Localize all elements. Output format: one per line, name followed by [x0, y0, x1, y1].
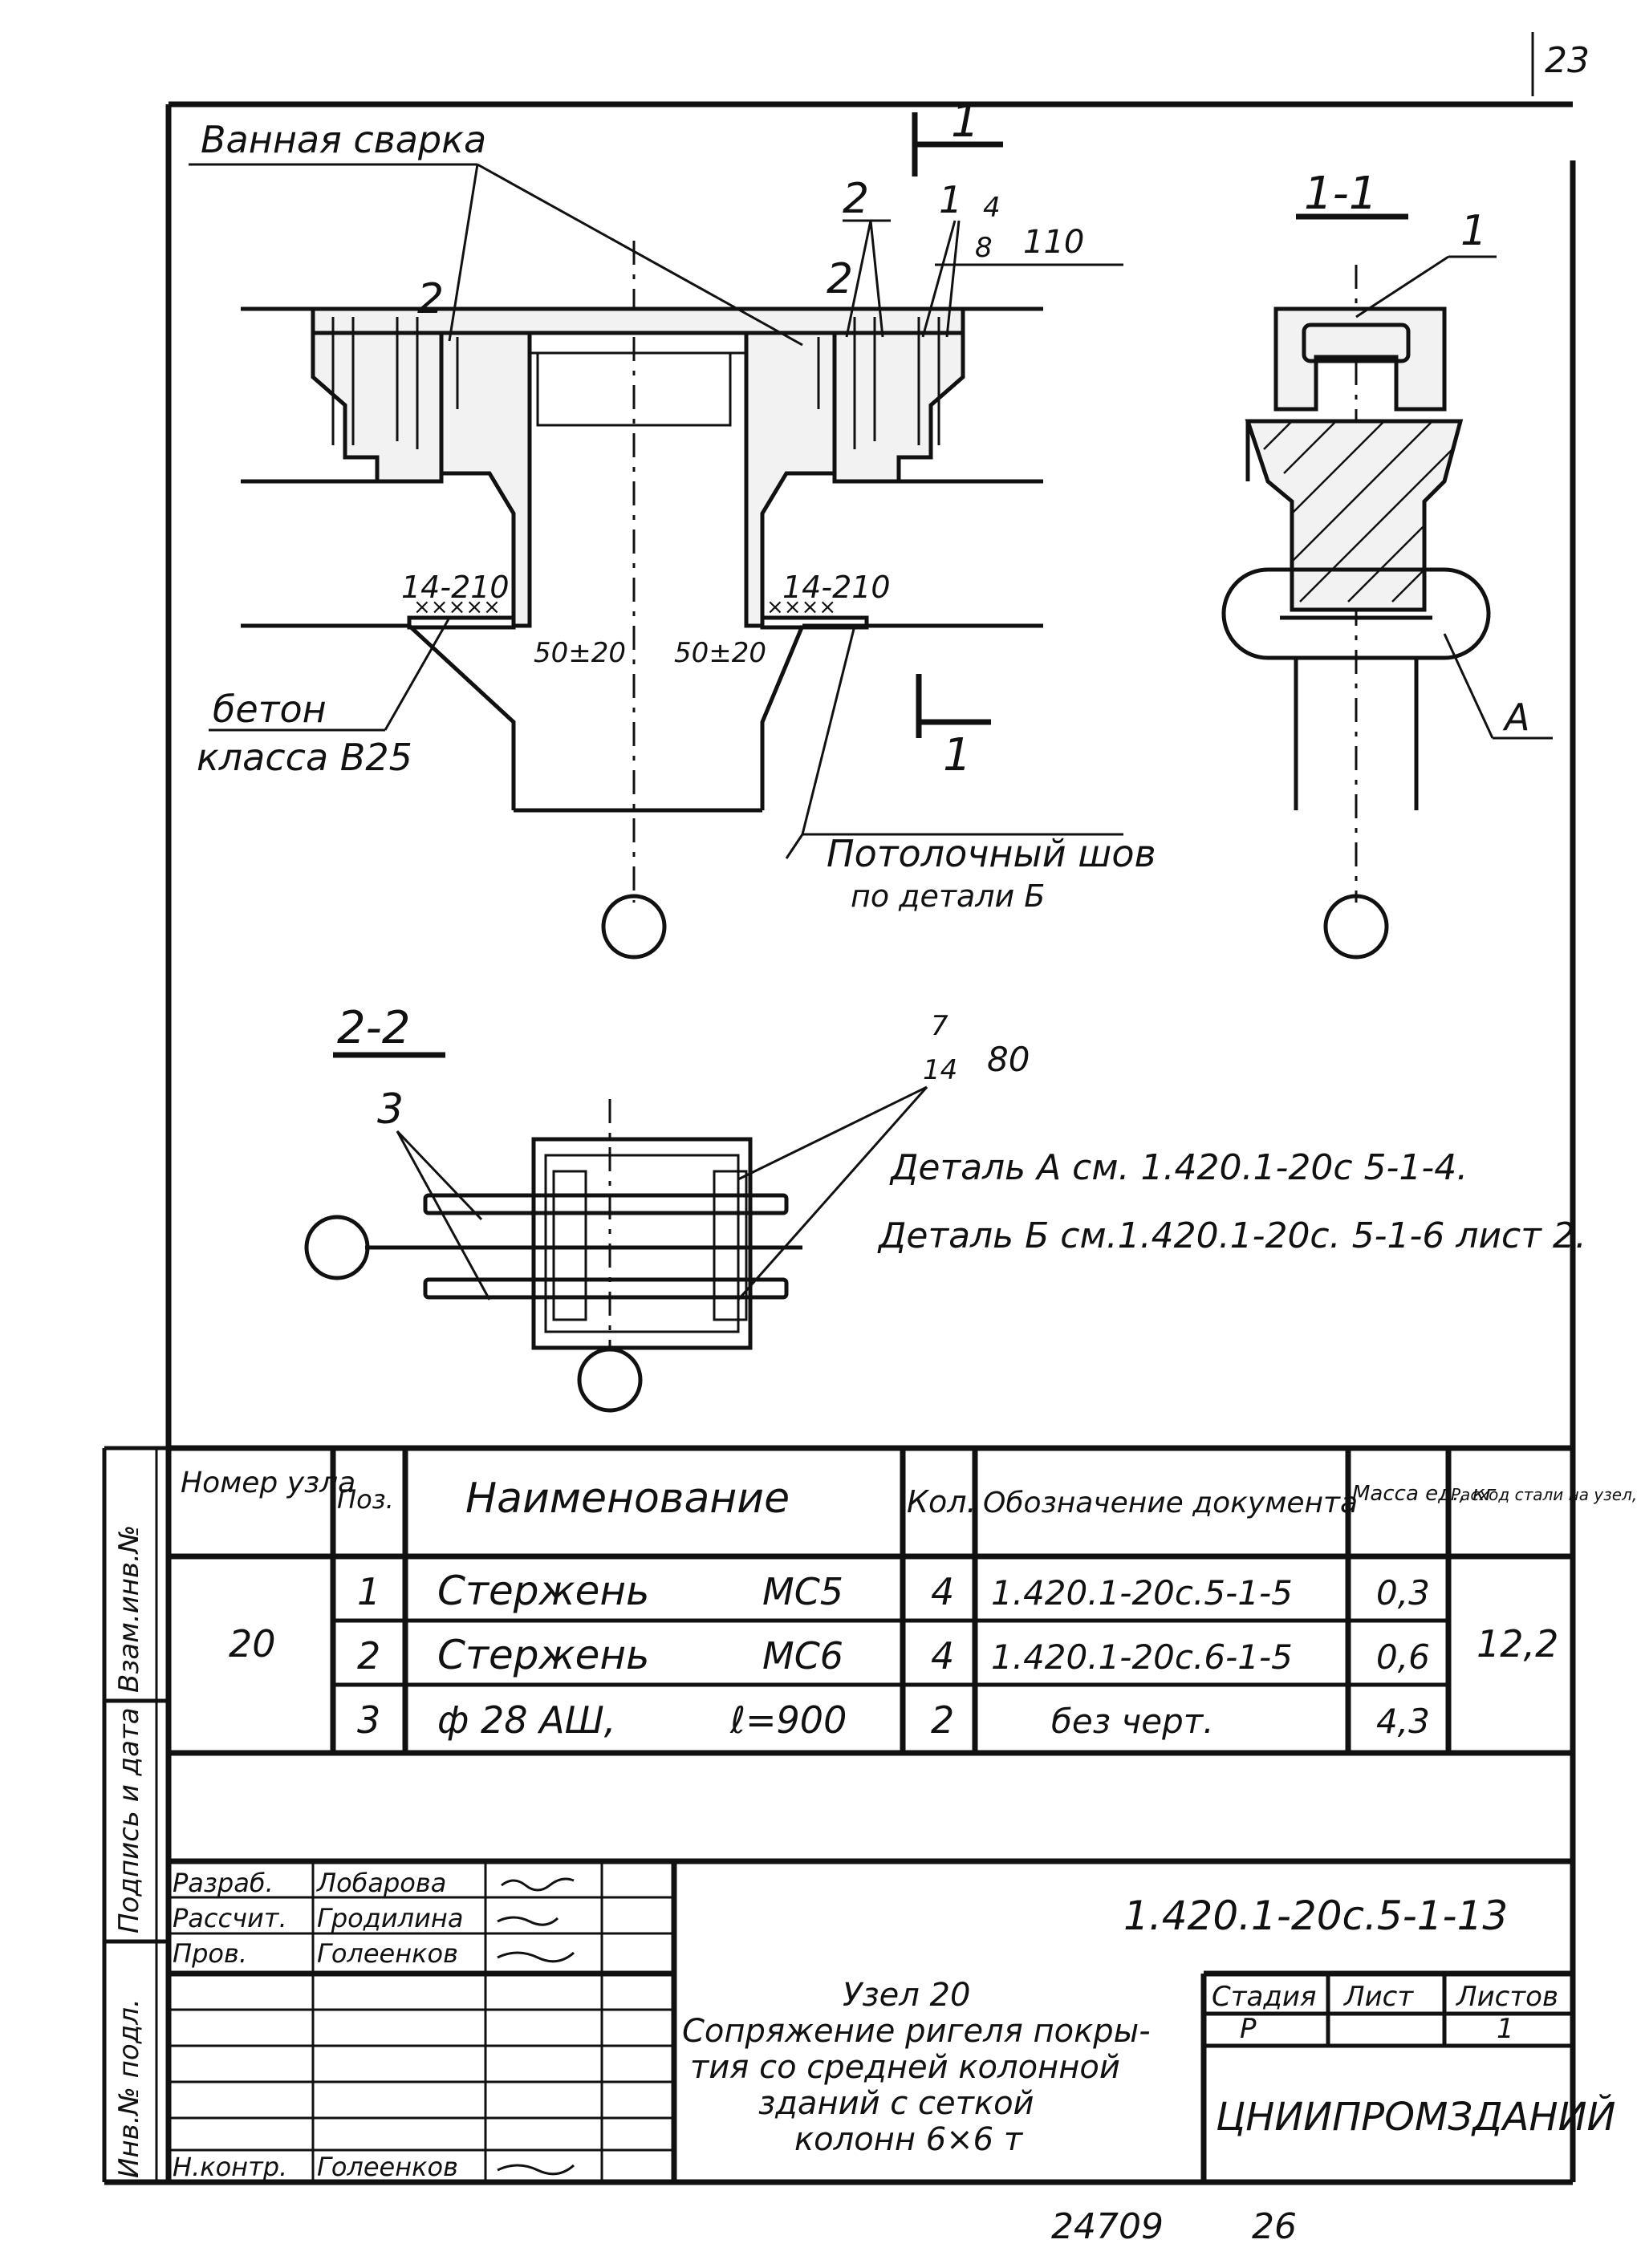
title-block-grid	[169, 1858, 1573, 2182]
row2-pos: 2	[357, 1634, 380, 1678]
role-1: Разраб.	[173, 1868, 274, 1898]
label-weld-8: 8	[975, 232, 993, 264]
row1-name: Стержень	[437, 1568, 650, 1614]
name-3: Голеенков	[317, 1938, 458, 1969]
label-pos-2c: 2	[827, 255, 853, 303]
label-bath-weld: Ванная сварка	[201, 118, 486, 161]
note-detail-A: Деталь А см. 1.420.1-20с 5-1-4.	[889, 1147, 1468, 1188]
label-ceiling-seam-1: Потолочный шов	[827, 832, 1156, 875]
svg-text:×××××: ×××××	[413, 595, 501, 619]
section-1-1-drawing	[1221, 213, 1553, 960]
note-detail-B: Деталь Б см.1.420.1-20с. 5-1-6 лист 2.	[877, 1215, 1586, 1256]
title-line-1: Узел 20	[843, 1977, 970, 2014]
role-4: Н.контр.	[173, 2152, 287, 2182]
stage-value: Р	[1240, 2013, 1257, 2045]
sheet-frame	[104, 32, 1576, 2185]
label-ceiling-seam-2: по детали Б	[851, 878, 1045, 914]
section-2-2-drawing	[304, 1052, 928, 1413]
title-line-4: зданий с сеткой	[758, 2085, 1034, 2122]
name-1: Лобарова	[316, 1868, 446, 1898]
label-concrete-1: бетон	[213, 688, 327, 731]
label-weld-14: 14	[923, 1054, 957, 1086]
th-mass: Масса ед., кг	[1352, 1482, 1497, 1506]
label-concrete-2: класса В25	[197, 736, 412, 779]
label-weld-7: 7	[931, 1010, 948, 1042]
th-qty: Кол.	[907, 1484, 977, 1519]
cut-mark-top: 1	[951, 95, 980, 148]
signatures	[497, 1877, 575, 2176]
leader-lines	[189, 163, 1123, 859]
label-pos-1-section: 1	[1460, 207, 1487, 255]
row1-mark: МС5	[762, 1570, 843, 1613]
label-pos-3: 3	[377, 1085, 404, 1134]
total-steel: 12,2	[1476, 1622, 1558, 1665]
doc-code: 1.420.1-20с.5-1-13	[1123, 1893, 1508, 1939]
row2-name: Стержень	[437, 1632, 650, 1678]
cut-mark-bottom: 1	[943, 729, 972, 781]
section-2-2-title: 2-2	[337, 1002, 410, 1054]
stage-label: Стадия	[1212, 1981, 1316, 2013]
sheets-value: 1	[1497, 2013, 1514, 2045]
node-number: 20	[229, 1622, 276, 1665]
label-weld-4: 4	[983, 192, 1001, 224]
title-line-3: тия со средней колонной	[690, 2049, 1120, 2086]
row2-mass: 0,6	[1376, 1637, 1430, 1677]
label-weld-14-210-left: 14-210	[401, 570, 510, 605]
row3-mass: 4,3	[1376, 1702, 1430, 1741]
role-3: Пров.	[173, 1938, 247, 1969]
label-detail-A: А	[1502, 696, 1529, 739]
label-weld-110: 110	[1023, 224, 1084, 261]
th-pos: Поз.	[337, 1484, 394, 1515]
main-elevation: ××××× ××××	[241, 241, 1043, 960]
stamp-inv-repl: Взам.инв.№	[113, 1525, 145, 1693]
label-dim-50-right: 50±20	[674, 637, 766, 669]
stamp-sign-date: Подпись и дата	[113, 1707, 145, 1933]
row3-doc: без черт.	[1051, 1702, 1214, 1741]
title-line-5: колонн 6×6 т	[794, 2121, 1024, 2158]
row2-qty: 4	[931, 1634, 954, 1678]
name-2: Гродилина	[317, 1903, 463, 1933]
row3-mark: ℓ=900	[729, 1698, 847, 1742]
section-cut-marks	[912, 112, 1003, 738]
label-pos-2b: 2	[417, 275, 444, 323]
sheet-label: Лист	[1342, 1981, 1414, 2013]
svg-text:××××: ××××	[766, 595, 836, 619]
organization: ЦНИИПРОМЗДАНИЙ	[1216, 2094, 1615, 2140]
spec-table-grid	[169, 1445, 1573, 1756]
stamp-inv-orig: Инв.№ подл.	[113, 1998, 145, 2178]
row3-name: ф 28 АШ,	[437, 1698, 615, 1742]
th-node: Номер узла	[181, 1467, 355, 1499]
title-line-2: Сопряжение ригеля покры-	[682, 2013, 1151, 2050]
th-doc: Обозначение документа	[983, 1487, 1358, 1519]
row2-doc: 1.420.1-20с.6-1-5	[991, 1637, 1293, 1677]
archive-number: 24709	[1051, 2206, 1164, 2247]
corner-mark: 23	[1545, 40, 1590, 81]
label-pos-2a: 2	[843, 175, 869, 223]
row1-qty: 4	[931, 1570, 954, 1613]
row1-mass: 0,3	[1376, 1573, 1430, 1613]
label-dim-50-left: 50±20	[534, 637, 626, 669]
side-stamp-grid	[102, 1446, 169, 2182]
th-name: Наименование	[465, 1475, 790, 1523]
sheets-label: Листов	[1455, 1981, 1558, 2013]
th-steel: Расход стали на узел,	[1451, 1485, 1637, 1504]
row3-qty: 2	[931, 1698, 954, 1742]
row3-pos: 3	[357, 1698, 380, 1742]
page-number: 26	[1252, 2206, 1297, 2247]
row1-doc: 1.420.1-20с.5-1-5	[991, 1573, 1293, 1613]
row1-pos: 1	[357, 1570, 380, 1613]
role-2: Рассчит.	[173, 1903, 287, 1933]
section-1-1-title: 1-1	[1304, 168, 1377, 220]
name-4: Голеенков	[317, 2152, 458, 2182]
label-pos-1a: 1	[939, 178, 962, 221]
row2-mark: МС6	[762, 1634, 843, 1678]
label-weld-14-210-right: 14-210	[782, 570, 891, 605]
label-weld-80: 80	[987, 1040, 1030, 1079]
